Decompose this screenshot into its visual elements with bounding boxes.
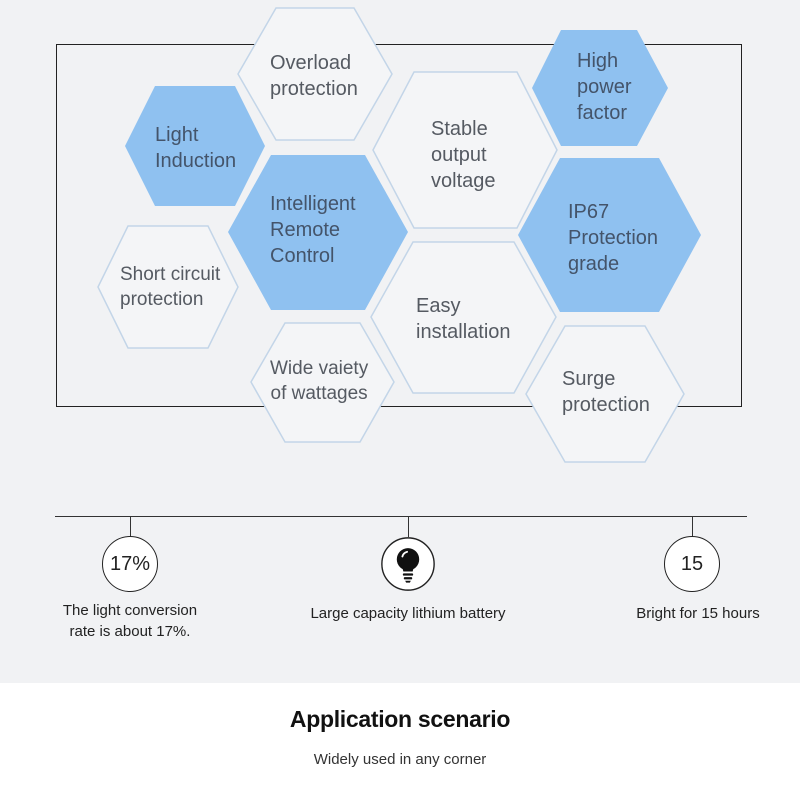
- hex-overload: [237, 7, 393, 141]
- battery-caption: Large capacity lithium battery: [310, 605, 506, 622]
- feature-frame: [56, 44, 742, 407]
- short-circuit-label: Short circuit protection: [120, 264, 221, 310]
- remote-control-label: Intelligent Remote Control: [270, 193, 356, 267]
- application-subtitle: Widely used in any corner: [313, 751, 487, 768]
- hex-ip67: [518, 158, 701, 312]
- hours-caption: Bright for 15 hours: [636, 605, 760, 622]
- timeline-tick: [130, 517, 131, 537]
- light-induction-label: Light Induction: [155, 124, 237, 172]
- hexagon-grid: [97, 7, 701, 463]
- timeline-tick: [408, 517, 409, 537]
- hex-high-power: [532, 30, 668, 146]
- overload-label: Overload protection: [270, 52, 358, 100]
- timeline-tick: [692, 517, 693, 537]
- hex-light-induction: [125, 86, 265, 206]
- stable-output-label: Stable output voltage: [431, 118, 496, 192]
- conversion-rate-value: 17%: [109, 552, 151, 575]
- hex-surge: [525, 325, 685, 463]
- hex-remote-control: [228, 155, 408, 310]
- hex-easy-installation: [370, 241, 557, 394]
- conversion-rate-caption: The light conversion rate is about 17%.: [62, 602, 198, 640]
- hex-stable-output: [372, 71, 558, 229]
- hex-short-circuit: [97, 225, 239, 349]
- hex-wide-variety: [250, 322, 395, 443]
- wide-variety-label: Wide vaiety of wattages: [270, 358, 369, 404]
- application-title: Application scenario: [289, 706, 511, 732]
- lightbulb-icon: [380, 536, 436, 592]
- conversion-rate-badge: 17%: [102, 536, 158, 592]
- surge-label: Surge protection: [562, 368, 650, 416]
- easy-installation-label: Easy installation: [416, 295, 511, 343]
- ip67-label: IP67 Protection grade: [568, 201, 659, 275]
- hours-badge: 15: [664, 536, 720, 592]
- stats-timeline: [55, 516, 747, 517]
- high-power-label: High power factor: [577, 50, 632, 124]
- hours-value: 15: [680, 552, 704, 575]
